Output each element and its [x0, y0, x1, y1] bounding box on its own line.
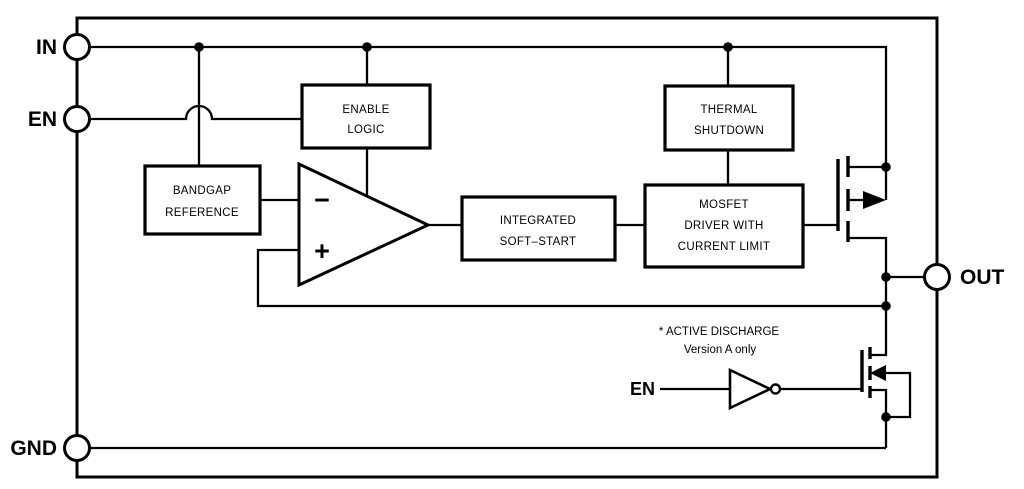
wires: [77, 45, 925, 450]
gnd-pin: [63, 434, 91, 462]
junction-dot: [723, 42, 733, 52]
discharge-mosfet-icon: [860, 347, 886, 398]
bandgap-label-line2: REFERENCE: [165, 207, 239, 219]
pins: IN EN GND OUT: [10, 33, 1005, 462]
block-integrated-soft-start: INTEGRATED SOFT–START: [460, 195, 617, 262]
junction-dot: [881, 301, 891, 311]
error-amplifier: − +: [297, 161, 432, 288]
in-pin: [63, 33, 91, 61]
out-pin-label: OUT: [960, 266, 1005, 289]
inverter-triangle: [728, 367, 774, 411]
block-bandgap-reference: BANDGAP REFERENCE: [143, 164, 262, 236]
gnd-pin-label: GND: [10, 437, 57, 460]
mosfet-driver-label-line2: DRIVER WITH: [684, 220, 763, 232]
discharge-fet-body-wire: [884, 371, 912, 419]
pass-fet-source-wire: [848, 236, 888, 357]
pass-mosfet-icon: [836, 156, 886, 242]
opamp-triangle: [297, 161, 432, 288]
ic-boundary-box: [75, 16, 939, 479]
soft-start-box: [460, 195, 617, 262]
mosfet-driver-box: [643, 183, 805, 269]
version-note: Version A only: [684, 344, 756, 356]
en-pin: [63, 105, 91, 133]
inverter-bubble: [769, 383, 782, 395]
enable-logic-box: [300, 83, 432, 150]
enable-logic-label-line2: LOGIC: [347, 124, 384, 136]
block-mosfet-driver: MOSFET DRIVER WITH CURRENT LIMIT: [643, 183, 805, 269]
inverter-icon: [728, 367, 782, 411]
discharge-fet-source-wire: [870, 388, 888, 448]
junction-dot: [881, 412, 891, 422]
block-thermal-shutdown: THERMAL SHUTDOWN: [663, 84, 795, 152]
in-rail-wire: [77, 45, 888, 200]
en-rail-wire: [77, 104, 302, 121]
in-pin-label: IN: [36, 36, 57, 59]
inverter-en-label: EN: [630, 379, 655, 399]
mosfet-driver-label-line1: MOSFET: [699, 199, 749, 211]
feedback-wire: [256, 248, 886, 308]
bandgap-label-line1: BANDGAP: [173, 185, 231, 197]
active-discharge-note: * ACTIVE DISCHARGE: [659, 326, 779, 338]
blocks: ENABLE LOGIC BANDGAP REFERENCE THERMAL S…: [143, 83, 805, 269]
thermal-box: [663, 84, 795, 152]
junction-dot: [881, 162, 891, 172]
soft-start-label-line2: SOFT–START: [500, 236, 577, 248]
pass-fet-body-arrow-icon: [863, 191, 886, 209]
junction-dot: [194, 42, 204, 52]
junction-dot: [362, 42, 372, 52]
opamp-inverting-sign: −: [314, 185, 330, 215]
junction-dot: [881, 272, 891, 282]
thermal-label-line1: THERMAL: [700, 104, 757, 116]
opamp-noninverting-sign: +: [314, 236, 330, 266]
soft-start-label-line1: INTEGRATED: [500, 215, 576, 227]
out-pin: [923, 263, 951, 291]
discharge-fet-body-arrow-icon: [870, 365, 886, 381]
bandgap-box: [143, 164, 262, 236]
junction-dots: [194, 42, 891, 422]
en-pin-label: EN: [28, 108, 57, 131]
active-discharge-notes: * ACTIVE DISCHARGE Version A only EN: [630, 326, 779, 399]
thermal-label-line2: SHUTDOWN: [694, 125, 764, 137]
enable-logic-label-line1: ENABLE: [342, 104, 389, 116]
mosfet-driver-label-line3: CURRENT LIMIT: [678, 241, 771, 253]
block-enable-logic: ENABLE LOGIC: [300, 83, 432, 150]
